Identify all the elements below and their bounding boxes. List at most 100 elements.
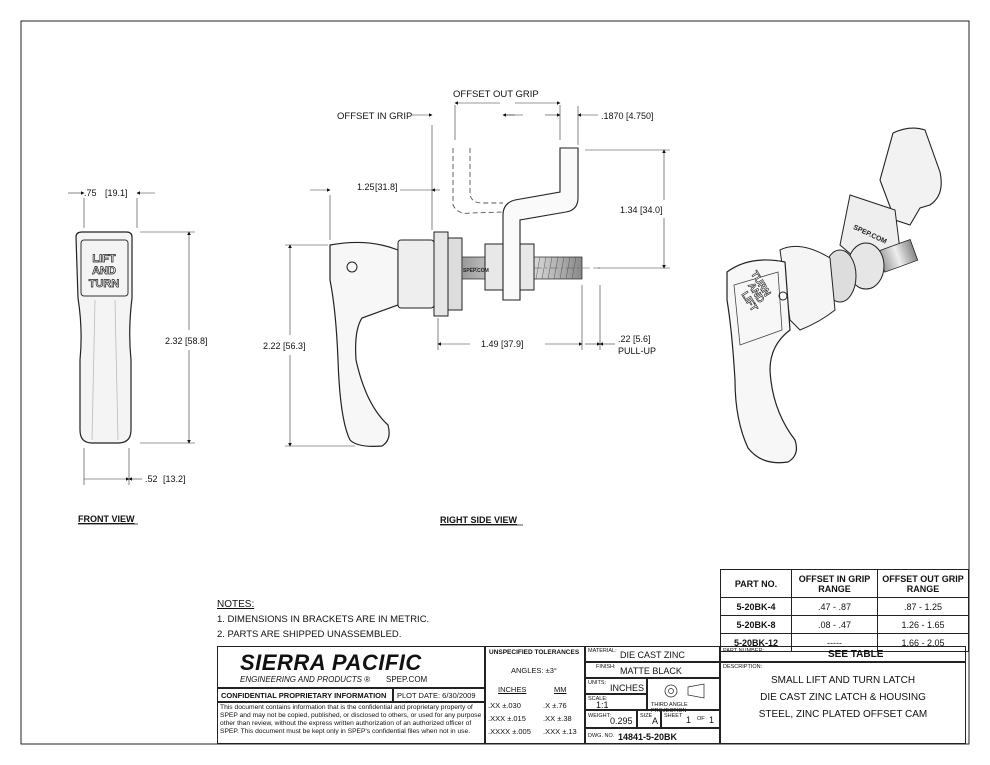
units-value: INCHES [610, 683, 645, 693]
legal-box: This document contains information that … [217, 702, 485, 744]
company-website: SPEP.COM [386, 675, 428, 684]
svg-text:[13.2]: [13.2] [163, 474, 186, 484]
handle-text-and: AND [92, 265, 116, 277]
svg-text:.1870: .1870 [601, 111, 624, 121]
note-1: 1. DIMENSIONS IN BRACKETS ARE IN METRIC. [217, 614, 430, 625]
svg-text:.75: .75 [84, 188, 97, 198]
svg-text:.22: .22 [618, 334, 631, 344]
tol-value: ±.38 [557, 714, 572, 723]
projection-label: THIRD ANGLE PROJECTION [651, 702, 688, 714]
offset-out-cell: 1.66 - 2.05 [877, 633, 969, 652]
side-reach-dim: 1.25 [357, 182, 375, 192]
front-bottom-dim: .52 [145, 474, 158, 484]
stud-length-dim: 1.49 [481, 339, 499, 349]
side-height-dim: 2.22 [263, 341, 281, 351]
description-line-1: SMALL LIFT AND TURN LATCH [770, 675, 916, 686]
tol-label: .XX [488, 701, 501, 710]
angles-tolerance: ANGLES: ±3° [511, 666, 557, 675]
weight-value: 0.295 [610, 716, 633, 726]
part-no-cell: 5-20BK-4 [720, 597, 792, 616]
right-side-view-label: RIGHT SIDE VIEW [440, 515, 518, 525]
parts-table: PART NO. OFFSET IN GRIP RANGE OFFSET OUT… [720, 569, 969, 652]
svg-text:1.34: 1.34 [620, 205, 638, 215]
material-box: MATERIAL: DIE CAST ZINC [585, 646, 720, 662]
svg-text:[5.6]: [5.6] [633, 334, 651, 344]
mm-header: MM [554, 685, 567, 694]
legal-text: This document contains information that … [220, 704, 482, 735]
tolerance-mm-col: .X ±.76 .XX ±.38 .XXX ±.13 [543, 699, 577, 738]
stud-length-mm: 37.9 [504, 339, 522, 349]
svg-text:[37.9]: [37.9] [501, 339, 524, 349]
size-box: SIZE A [637, 710, 661, 728]
front-bottom-mm: 13.2 [166, 474, 184, 484]
handle-text-lift: LIFT [92, 253, 115, 265]
parts-header-offset-out: OFFSET OUT GRIP RANGE [877, 569, 969, 598]
units-label: UNITS: [588, 680, 607, 686]
tol-value: ±.76 [552, 701, 567, 710]
part-number-box: PART NUMBER: SEE TABLE [720, 646, 966, 662]
of-value: 1 [709, 715, 715, 725]
company-box: SIERRA PACIFIC ENGINEERING AND PRODUCTS … [217, 646, 485, 688]
offset-in-grip-label: OFFSET IN GRIP [337, 111, 412, 122]
sheet-value: 1 [686, 715, 692, 725]
description-line-2: DIE CAST ZINC LATCH & HOUSING [760, 692, 926, 703]
part-number-label: PART NUMBER: [723, 648, 764, 654]
offset-out-cell: .87 - 1.25 [877, 597, 969, 616]
svg-text:1.25: 1.25 [357, 182, 375, 192]
handle-text-turn: TURN [89, 278, 120, 290]
description-label: DESCRIPTION: [723, 664, 763, 670]
parts-header-offset-in: OFFSET IN GRIP RANGE [791, 569, 878, 598]
cam-height-dim: 1.34 [620, 205, 638, 215]
pull-up-mm: 5.6 [636, 334, 649, 344]
sheet-label: SHEET [664, 713, 683, 719]
cam-height-mm: 34.0 [643, 205, 661, 215]
tol-value: ±.13 [562, 727, 577, 736]
size-value: A [652, 716, 659, 726]
notes-title: NOTES: [217, 599, 255, 610]
table-row: 5-20BK-12 ----- 1.66 - 2.05 [720, 633, 969, 652]
finish-label: FINISH: [596, 664, 616, 670]
part-no-cell: 5-20BK-12 [720, 633, 792, 652]
front-width-dim: .75 [84, 188, 97, 198]
table-row: 5-20BK-4 .47 - .87 .87 - 1.25 [720, 597, 969, 616]
projection-icon [664, 683, 705, 699]
registered-mark: ® [364, 675, 371, 684]
size-label: SIZE [640, 713, 653, 719]
company-subtitle: ENGINEERING AND PRODUCTS [240, 675, 362, 684]
scale-value: 1:1 [596, 700, 609, 710]
finish-box: FINISH: MATTE BLACK [585, 662, 720, 678]
sheet-box: SHEET 1 OF 1 [661, 710, 720, 728]
svg-text:1.49: 1.49 [481, 339, 499, 349]
svg-text:[31.8]: [31.8] [375, 182, 398, 192]
tol-label: .XXXX [488, 727, 511, 736]
tol-label: .XXX [488, 714, 506, 723]
svg-text:[58.8]: [58.8] [185, 336, 208, 346]
svg-text:.52: .52 [145, 474, 158, 484]
svg-text:2.32: 2.32 [165, 336, 183, 346]
weight-box: WEIGHT: 0.295 [585, 710, 637, 728]
finish-value: MATTE BLACK [620, 666, 682, 676]
front-height-mm: 58.8 [188, 336, 206, 346]
tol-label: .X [543, 701, 551, 710]
isometric-view: LIFT AND TURN SPEP.COM [726, 127, 942, 464]
table-row: 5-20BK-8 .08 - .47 1.26 - 1.65 [720, 615, 969, 634]
right-side-view: SPEP.COM OFFSET OUT GRIP OFFSET IN GRIP … [263, 89, 670, 526]
svg-text:[56.3]: [56.3] [283, 341, 306, 351]
tolerance-inch-col: .XX ±.030 .XXX ±.015 .XXXX ±.005 [488, 699, 531, 738]
of-label: OF [697, 716, 705, 722]
scale-label: SCALE: [588, 696, 608, 702]
confidential-box: CONFIDENTIAL PROPRIETARY INFORMATION [217, 688, 393, 702]
front-view: LIFT AND TURN .75 [19.1] 2.32 [58.8] .52… [68, 188, 208, 525]
offset-out-grip-label: OFFSET OUT GRIP [453, 89, 539, 100]
dwg-no-box: DWG. NO. 14841-5-20BK [585, 728, 720, 744]
front-width-mm: 19.1 [108, 188, 126, 198]
units-box: UNITS: INCHES [585, 678, 647, 694]
parts-header-part-no: PART NO. [720, 569, 792, 598]
pull-up-dim: .22 [618, 334, 631, 344]
cam-thickness-mm: 4.750 [629, 111, 652, 121]
part-number-value: SEE TABLE [828, 649, 884, 660]
tolerances-title: UNSPECIFIED TOLERANCES [489, 649, 580, 656]
tol-label: .XXX [543, 727, 561, 736]
offset-out-cell: 1.26 - 1.65 [877, 615, 969, 634]
